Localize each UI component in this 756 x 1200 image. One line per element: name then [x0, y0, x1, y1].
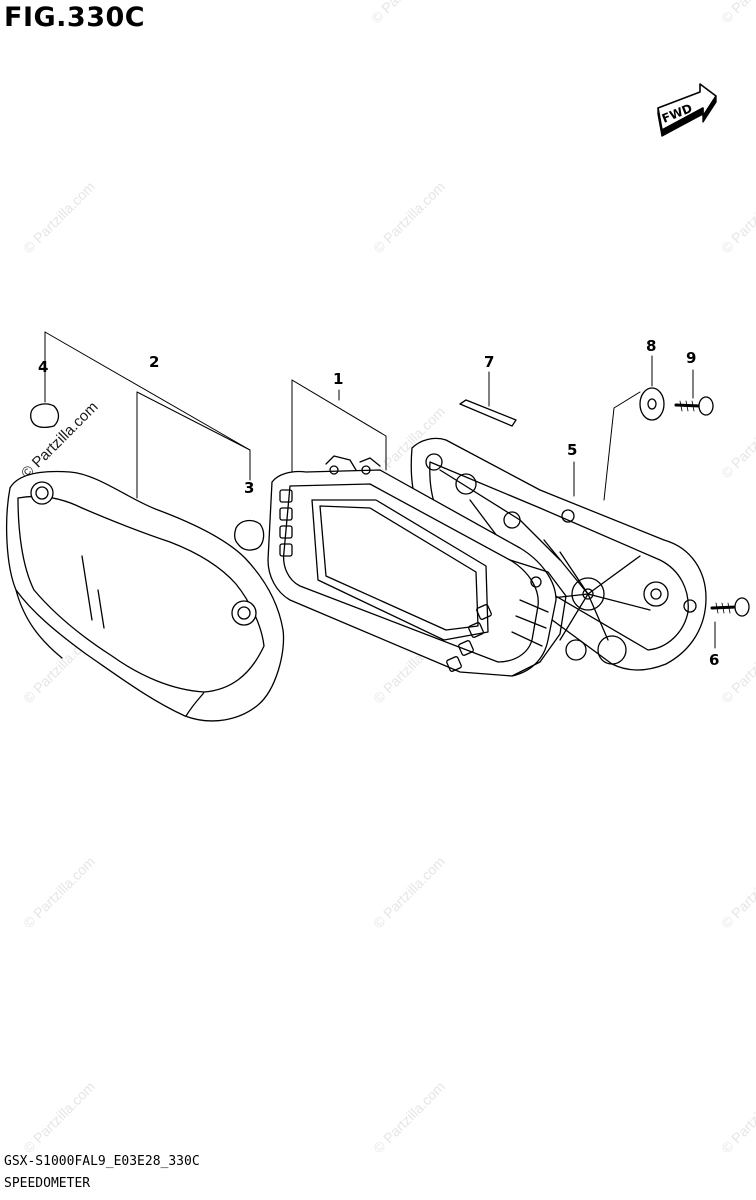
meter-cover-icon: [5, 470, 285, 722]
model-code: GSX-S1000FAL9_E03E28_330C: [4, 1154, 200, 1169]
callout-9: 9: [686, 349, 696, 367]
fwd-arrow-icon: FWD: [657, 83, 717, 137]
leader-lines: [44, 331, 716, 649]
screw-icon: [710, 597, 750, 617]
meter-body-icon: [267, 455, 567, 677]
section-name: SPEEDOMETER: [4, 1176, 91, 1191]
seal-strip-icon: [459, 399, 517, 427]
screw-icon: [674, 396, 714, 416]
callout-3: 3: [244, 479, 254, 497]
callout-6: 6: [709, 651, 719, 669]
callout-numbers: 4 2 3 1 7 5 8 9 6: [38, 337, 719, 669]
cushion-icon: [30, 403, 60, 428]
figure-title: FIG.330C: [4, 2, 146, 33]
callout-5: 5: [567, 441, 577, 459]
callout-8: 8: [646, 337, 656, 355]
washer-icon: [639, 387, 665, 421]
callout-4: 4: [38, 358, 48, 376]
callout-2: 2: [149, 353, 159, 371]
callout-7: 7: [484, 353, 494, 371]
cushion-icon: [234, 519, 265, 551]
callout-1: 1: [333, 370, 343, 388]
